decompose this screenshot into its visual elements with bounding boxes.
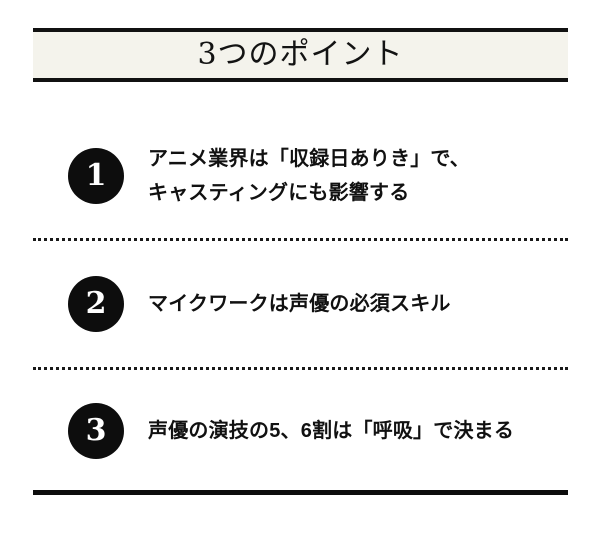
point-text-1-line-2: キャスティングにも影響する <box>148 182 410 204</box>
point-text-3-line-1: 声優の演技の5、6割は「呼吸」で決まる <box>148 419 515 442</box>
points-list: 1 アニメ業界は「収録日ありき」で、 キャスティングにも影響する 2 マイクワー… <box>33 110 568 492</box>
list-item: 2 マイクワークは声優の必須スキル <box>33 241 568 367</box>
divider-1 <box>33 238 568 241</box>
point-text-2: マイクワークは声優の必須スキル <box>148 287 568 321</box>
point-text-3: 声優の演技の5、6割は「呼吸」で決まる <box>148 414 568 448</box>
list-item: 1 アニメ業界は「収録日ありき」で、 キャスティングにも影響する <box>33 110 568 238</box>
point-number-badge-2: 2 <box>68 276 124 332</box>
list-item: 3 声優の演技の5、6割は「呼吸」で決まる <box>33 370 568 492</box>
point-text-1: アニメ業界は「収録日ありき」で、 キャスティングにも影響する <box>148 142 568 211</box>
point-text-2-line-1: マイクワークは声優の必須スキル <box>148 292 451 315</box>
bottom-rule <box>33 490 568 495</box>
point-number-badge-3: 3 <box>68 403 124 459</box>
point-text-1-line-1: アニメ業界は「収録日ありき」で、 <box>148 147 470 170</box>
page-title: 3つのポイント <box>197 37 404 72</box>
divider-2 <box>33 367 568 370</box>
title-band: 3つのポイント <box>33 28 568 82</box>
point-number-badge-1: 1 <box>68 148 124 204</box>
